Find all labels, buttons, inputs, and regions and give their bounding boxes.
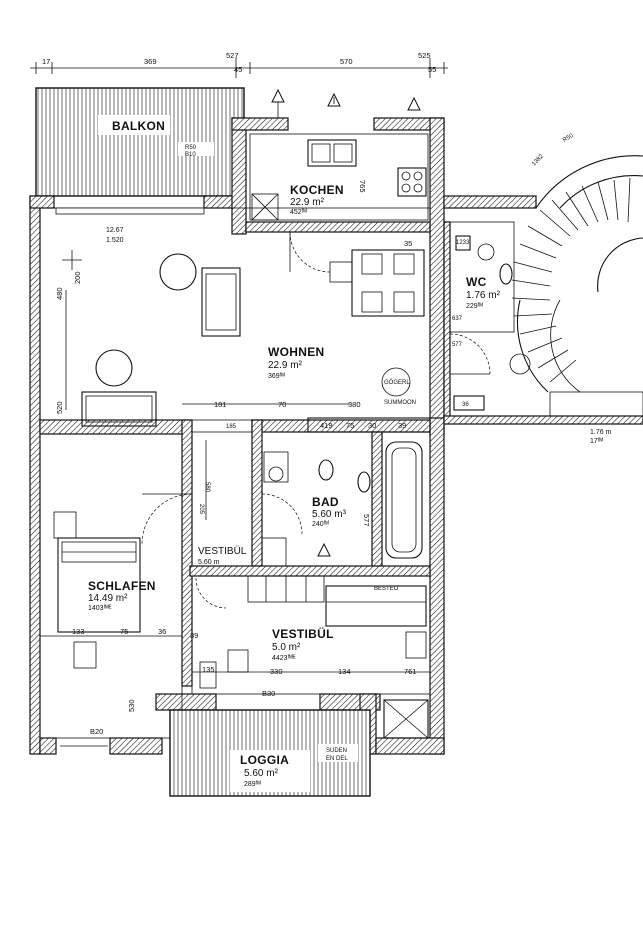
dim-419: 419: [320, 421, 333, 430]
dim-580: 580: [204, 482, 210, 493]
abst-area: 1.76 m: [590, 429, 612, 436]
schlafen-name: SCHLAFEN: [88, 579, 156, 593]
dim-185: 185: [226, 424, 237, 430]
dim-b30: B30: [262, 689, 275, 698]
bad-sub: 240ᶠᴹ: [312, 521, 329, 528]
loggia-name: LOGGIA: [240, 753, 289, 767]
loggia: LOGGIA 5.60 m² 289ᶠᴹ SUDEN EN DEL: [169, 699, 429, 797]
dim-530: 530: [127, 699, 136, 712]
dim-39: 39: [398, 421, 406, 430]
dim-45: 45: [234, 65, 242, 74]
living-room: 12.67 1.520 GÖGERL SUMMOON WOHNEN 22.9 m…: [39, 207, 431, 433]
dim-570: 570: [340, 57, 353, 66]
loggia-area: 5.60 m²: [244, 768, 279, 779]
dim-181: 181: [214, 400, 227, 409]
balcony: BALKON R50 B10: [35, 87, 245, 197]
dim-135: 135: [202, 665, 215, 674]
dim-17: 17: [42, 57, 50, 66]
spiral-staircase: 1382 R50 ABST. 1.76 m 17ᶠᴹ 36: [443, 133, 643, 445]
dim-380: 380: [348, 400, 361, 409]
dim-39b: 39: [190, 631, 198, 640]
bedroom: SCHLAFEN 14.49 m² 1403ᶠᴹᴱ 133 75 36 530 …: [39, 433, 183, 747]
stair-dim-637: R50: [562, 133, 575, 144]
dim-b20: B20: [90, 727, 103, 736]
dim-369: 369: [144, 57, 157, 66]
bathroom: BAD 5.60 m³ 240ᶠᴹ 577: [261, 431, 431, 567]
dim-36b: 36: [158, 627, 166, 636]
dim-36-stair: 36: [462, 402, 469, 408]
wc-dim-r5: 577: [452, 342, 463, 348]
kochen-name: KOCHEN: [290, 183, 344, 197]
balkon-code-a: R50: [185, 145, 197, 151]
dim-75b: 75: [120, 627, 128, 636]
loggia-sub: 289ᶠᴹ: [244, 781, 261, 788]
stair-dim-577: 1382: [531, 153, 545, 167]
wc-area: 1.76 m²: [466, 290, 501, 301]
vestibule: BESTEO VESTIBÜL 5.0 m² 4423ᶠᴹᴱ 39 135 33…: [190, 575, 431, 698]
bad-area: 5.60 m³: [312, 509, 347, 520]
label-summoon: SUMMOON: [384, 400, 416, 406]
dim-330: 330: [270, 667, 283, 676]
dim-480: 480: [55, 287, 64, 300]
wc-sub: 229ᶠᴹ: [466, 303, 483, 310]
vestibul-small-area: 5.60 m: [198, 559, 220, 566]
wc: 1233 WC 1.76 m² 229ᶠᴹ 637 577: [449, 221, 531, 375]
dim-527: 527: [226, 51, 239, 60]
kochen-sub: 452ᶠᴹ: [290, 209, 307, 216]
vestibul-small-name: VESTIBÜL: [198, 545, 247, 557]
label-gogerl: GÖGERL: [384, 379, 410, 386]
dim-133: 133: [72, 627, 85, 636]
wc-name: WC: [466, 275, 487, 289]
dim-134: 134: [338, 667, 351, 676]
vestibule-small: 185 580 205 VESTIBÜL 5.60 m: [141, 424, 253, 567]
vestibul-name: VESTIBÜL: [272, 626, 334, 641]
wohnen-area: 22.9 m²: [268, 360, 303, 371]
stair-treads: [511, 177, 631, 383]
dim-75: 75: [346, 421, 354, 430]
dim-35: 35: [404, 239, 412, 248]
wohnen-code-a: 12.67: [106, 227, 124, 234]
balkon-name: BALKON: [112, 119, 165, 133]
top-dimension-line: 17 369 527 45 570 525 55: [30, 51, 448, 78]
vestibul-area: 5.0 m²: [272, 642, 301, 653]
label-besteo: BESTEO: [374, 586, 399, 592]
schlafen-area: 14.49 m²: [88, 593, 128, 604]
wohnen-name: WOHNEN: [268, 345, 324, 359]
label-suden: SUDEN: [326, 748, 347, 754]
abst-sub: 17ᶠᴹ: [590, 438, 603, 445]
dim-520: 520: [55, 401, 64, 414]
label-endel: EN DEL: [326, 756, 348, 762]
bad-name: BAD: [312, 495, 339, 509]
dim-30: 30: [368, 421, 376, 430]
dim-70: 70: [278, 400, 286, 409]
kitchen: KOCHEN 22.9 m² 452ᶠᴹ 765: [249, 133, 429, 221]
wohnen-code-b: 1.520: [106, 237, 124, 244]
balkon-code-b: B10: [185, 152, 196, 158]
dim-200: 200: [73, 271, 82, 284]
wc-dim-339: 637: [452, 316, 463, 322]
schlafen-sub: 1403ᶠᴹᴱ: [88, 605, 112, 612]
wc-dim-76: 1233: [456, 240, 470, 246]
kochen-dim-365: 765: [358, 180, 367, 193]
dim-205: 205: [198, 504, 204, 515]
dim-761: 761: [404, 667, 417, 676]
bad-dim-305: 577: [362, 514, 371, 527]
kochen-area: 22.9 m²: [290, 197, 325, 208]
dim-525: 525: [418, 51, 431, 60]
north-arrow-icon: [271, 88, 421, 118]
wohnen-sub: 369ᶠᴹ: [268, 373, 285, 380]
vestibul-sub: 4423ᶠᴹᴱ: [272, 655, 296, 662]
exterior-walls: [29, 117, 537, 755]
dim-55: 55: [428, 65, 436, 74]
